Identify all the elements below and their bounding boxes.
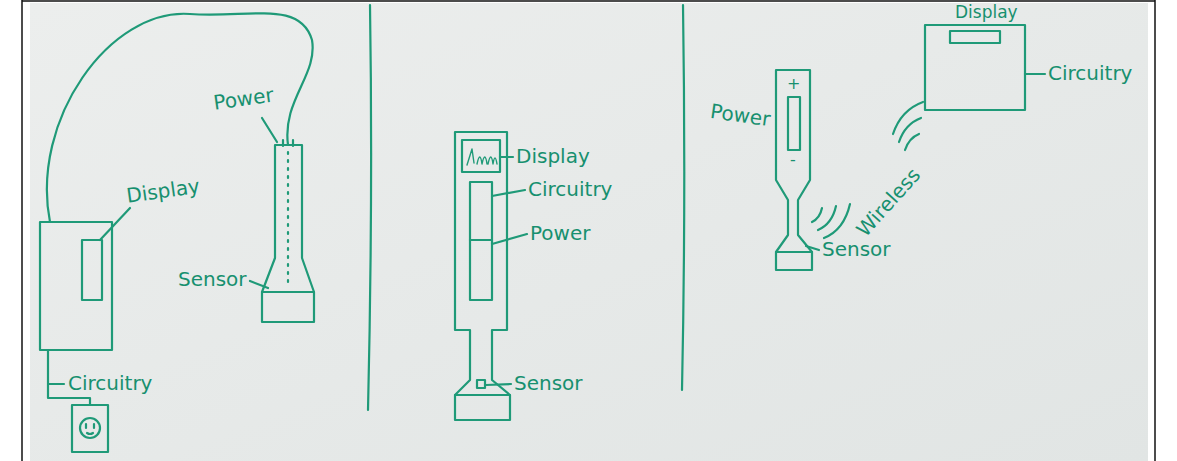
leader-line [250, 281, 268, 288]
part-label: Sensor [822, 238, 891, 260]
wireless-waves [812, 204, 850, 238]
sensor-wand [262, 145, 314, 322]
display-screen [950, 31, 1000, 43]
wand-core [287, 152, 289, 285]
part-label: Display [516, 145, 590, 167]
power-cord [47, 13, 313, 222]
part-label: Wireless [852, 164, 924, 241]
outlet-sockets [86, 424, 94, 434]
leader-line [100, 208, 130, 240]
display-scribble [467, 149, 497, 165]
wand-foot [776, 251, 812, 253]
frame-line [1154, 0, 1156, 461]
battery-divider [470, 239, 492, 241]
part-label: Power [530, 222, 590, 244]
display-screen [462, 140, 500, 172]
wireless-waves [893, 102, 923, 150]
part-label: Circuitry [1048, 62, 1132, 84]
leader-line [500, 156, 513, 158]
leader-line [49, 383, 64, 385]
part-label: Display [955, 3, 1018, 22]
part-label: Circuitry [68, 372, 152, 394]
leader-line [486, 384, 511, 385]
wand-foot [262, 291, 314, 293]
board-surface [30, 3, 1148, 461]
display-unit [925, 25, 1025, 110]
part-label: Power [212, 84, 275, 114]
leader-line [1025, 73, 1045, 75]
leader-line [262, 118, 277, 142]
outlet-face [80, 418, 100, 438]
sensor-wand [776, 70, 812, 270]
display-screen [82, 240, 102, 300]
part-label: + [787, 75, 800, 93]
sensor-tip [477, 380, 485, 388]
part-label: Sensor [514, 372, 583, 394]
frame-line [22, 0, 1155, 2]
circuit-board [470, 182, 492, 300]
leader-line [806, 246, 819, 250]
wand-foot [455, 394, 510, 396]
part-label: Sensor [178, 268, 247, 290]
part-label: - [790, 151, 796, 169]
base-box [40, 222, 112, 350]
divider-line [682, 5, 684, 390]
battery-cell [788, 97, 800, 150]
part-label: Circuitry [528, 178, 612, 200]
leader-line [492, 234, 527, 244]
wall-outlet [72, 405, 108, 452]
sensor-wand [455, 132, 510, 420]
leader-line [492, 190, 525, 196]
frame-line [21, 0, 23, 461]
divider-line [368, 5, 371, 410]
part-label: Power [709, 100, 772, 130]
part-label: Display [125, 175, 201, 207]
